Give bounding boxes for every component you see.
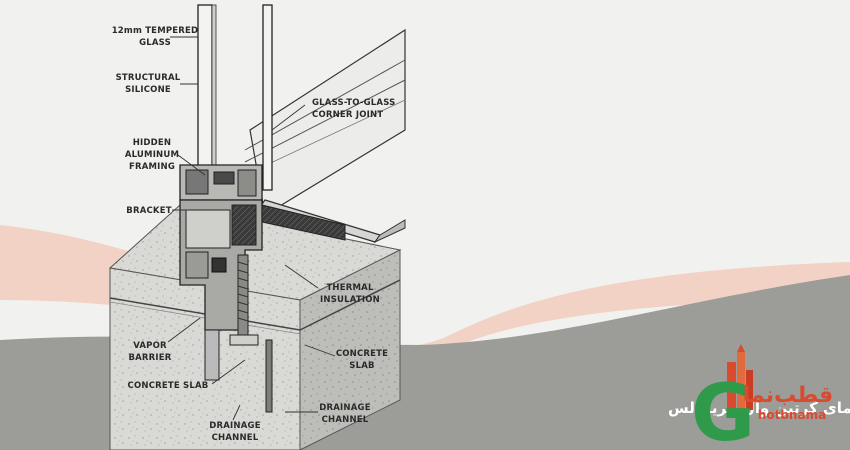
label-hidden-framing-3: FRAMING — [129, 162, 175, 172]
label-vapor-2: BARRIER — [128, 353, 171, 363]
logo-buildings — [727, 344, 753, 410]
label-drainage-left-1: DRAINAGE — [209, 421, 260, 431]
label-thermal-1: THERMAL — [326, 283, 374, 293]
label-concrete-slab-left: CONCRETE SLAB — [128, 381, 209, 391]
label-hidden-framing-2: ALUMINUM — [125, 150, 179, 160]
label-drainage-left-2: CHANNEL — [212, 433, 259, 443]
diagram-labels: 12mm TEMPERED GLASS STRUCTURAL SILICONE … — [112, 26, 396, 443]
label-structural-silicone-1: STRUCTURAL — [116, 73, 181, 83]
leader-lines — [167, 36, 336, 421]
label-vapor-1: VAPOR — [133, 341, 167, 351]
label-hidden-framing-1: HIDDEN — [133, 138, 172, 148]
label-drainage-right-2: CHANNEL — [322, 415, 369, 425]
label-structural-silicone-2: SILICONE — [125, 85, 171, 95]
label-drainage-right-1: DRAINAGE — [319, 403, 370, 413]
label-corner-joint-1: GLASS-TO-GLASS — [312, 98, 395, 108]
tempered-glass-panes — [197, 4, 273, 191]
logo-persian-name: قطب‌نما — [743, 383, 833, 408]
label-bracket: BRACKET — [126, 206, 171, 216]
thermal-insulation — [261, 204, 346, 241]
logo-latin-name: hotbnama — [758, 408, 826, 422]
label-tempered-glass-2: GLASS — [139, 38, 171, 48]
anchor-rod — [229, 254, 259, 346]
label-corner-joint-2: CORNER JOINT — [312, 110, 383, 120]
brand-logo: G قطب‌نما hotbnama — [691, 344, 833, 450]
vapor-barrier-line — [109, 279, 401, 331]
drainage-channel-detail — [204, 329, 273, 413]
label-tempered-glass-1: 12mm TEMPERED — [112, 26, 199, 36]
slab-side-face — [299, 249, 401, 450]
glass-pane-inner — [197, 4, 213, 171]
label-thermal-2: INSULATION — [320, 295, 380, 305]
page-caption: دیتیل اجرایی نمای کرتین وال فریم لس — [668, 399, 850, 417]
logo-initial: G — [691, 369, 755, 450]
glass-pane-outer — [262, 4, 273, 191]
label-concrete-slab-right-2: SLAB — [349, 361, 374, 371]
label-concrete-slab-right-1: CONCRETE — [336, 349, 388, 359]
